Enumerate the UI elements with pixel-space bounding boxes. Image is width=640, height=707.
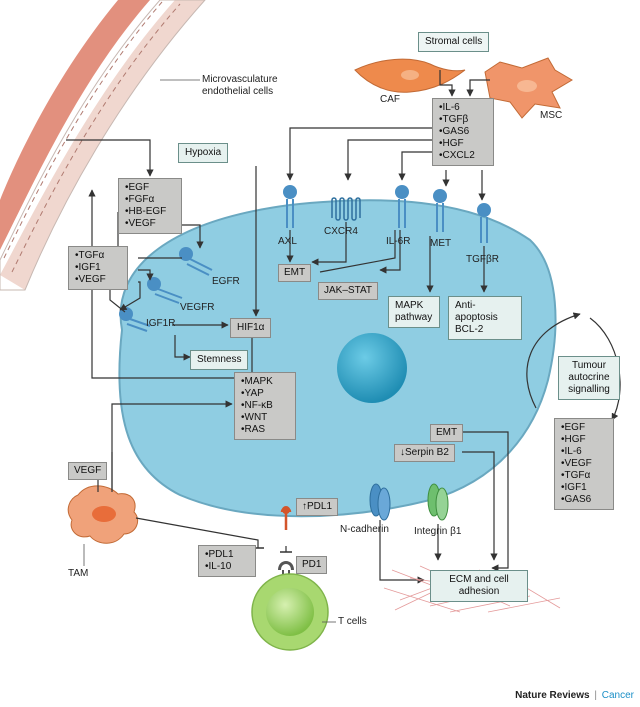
stromal-factor: HGF: [439, 138, 487, 150]
credit-journal: Nature Reviews: [515, 690, 590, 701]
igf1r-label: IGF1R: [146, 318, 176, 329]
autocrine-factor: HGF: [561, 434, 607, 446]
stromal-factor-list: IL-6 TGFβ GAS6 HGF CXCL2: [432, 98, 494, 166]
left-factor: IGF1: [75, 262, 121, 274]
intracellular-factor: MAPK: [241, 376, 289, 388]
cxcr4-label: CXCR4: [324, 226, 358, 237]
tam-label: TAM: [68, 568, 89, 579]
tgfbr-label: TGFβR: [466, 254, 499, 265]
n-cadherin: [369, 483, 391, 521]
pd1-receptor: [278, 561, 294, 570]
vegfr-label: VEGFR: [180, 302, 215, 313]
emt-top-box: EMT: [278, 264, 312, 282]
autocrine-factor: VEGF: [561, 458, 607, 470]
intracellular-factor: RAS: [241, 424, 289, 436]
stromal-factor: IL-6: [439, 102, 487, 114]
serpin-box: ↓Serpin B2: [394, 444, 455, 462]
msc-label: MSC: [540, 110, 563, 121]
autocrine-factor: TGFα: [561, 470, 607, 482]
credit-separator: |: [594, 690, 597, 701]
anti-apoptosis-box: Anti-apoptosis BCL-2: [448, 296, 522, 340]
pd1-box: PD1: [296, 556, 328, 574]
endothelial-factor: FGFα: [125, 194, 175, 206]
endothelial-factor-list: EGF FGFα HB-EGF VEGF: [118, 178, 182, 234]
autocrine-factor: GAS6: [561, 494, 607, 506]
credit-line: Nature Reviews | Cancer: [515, 690, 634, 701]
endothelial-factor: HB-EGF: [125, 206, 175, 218]
axl-label: AXL: [278, 236, 297, 247]
emt-right-box: EMT: [430, 424, 464, 442]
tgfbr-receptor: [477, 203, 491, 243]
autocrine-factor-list: EGF HGF IL-6 VEGF TGFα IGF1 GAS6: [554, 418, 614, 510]
nucleus: [337, 333, 407, 403]
stromal-factor: CXCL2: [439, 150, 487, 162]
jak-stat-box: JAK–STAT: [318, 282, 378, 300]
cxcr4-receptor: [331, 197, 361, 221]
tam-nucleus: [92, 506, 116, 522]
left-factor: TGFα: [75, 250, 121, 262]
tumour-signalling-box: Tumour autocrine signalling: [558, 356, 620, 400]
tam-factor-list: PDL1 IL-10: [198, 545, 256, 577]
met-receptor: [433, 189, 447, 232]
caf-label: CAF: [380, 94, 400, 105]
axl-receptor: [283, 185, 297, 228]
hypoxia-label: Hypoxia: [178, 143, 229, 163]
microvasculature-label: Microvasculature endothelial cells: [202, 74, 278, 97]
met-label: MET: [430, 238, 452, 249]
autocrine-factor: IL-6: [561, 446, 607, 458]
intracellular-factor: NF-κB: [241, 400, 289, 412]
endothelial-factor: VEGF: [125, 218, 175, 230]
blood-vessel: [0, 0, 206, 291]
mapk-pathway-box: MAPK pathway: [388, 296, 440, 328]
intracellular-list: MAPK YAP NF-κB WNT RAS: [234, 372, 296, 440]
il6r-receptor: [395, 185, 409, 228]
egfr-label: EGFR: [212, 276, 240, 287]
left-factor: VEGF: [75, 274, 121, 286]
stromal-factor: GAS6: [439, 126, 487, 138]
ecm-box: ECM and cell adhesion: [430, 570, 528, 602]
intracellular-factor: WNT: [241, 412, 289, 424]
tam-factor: PDL1: [205, 549, 249, 561]
msc-nucleus: [517, 80, 537, 92]
t-cells-label: T cells: [338, 616, 367, 627]
hif1a-box: HIF1α: [230, 318, 272, 338]
credit-section: Cancer: [601, 690, 634, 701]
integrin-beta1: [427, 483, 449, 521]
intracellular-factor: YAP: [241, 388, 289, 400]
pdl1-up-box: ↑PDL1: [296, 498, 339, 516]
autocrine-factor: IGF1: [561, 482, 607, 494]
endothelial-factor: EGF: [125, 182, 175, 194]
caf-nucleus: [401, 70, 419, 80]
left-factor-list: TGFα IGF1 VEGF: [68, 246, 128, 290]
vegf-tam-box: VEGF: [68, 462, 108, 480]
il6r-label: IL-6R: [386, 236, 411, 247]
egfr-receptor: [179, 247, 213, 276]
n-cadherin-label: N-cadherin: [340, 524, 389, 535]
integrin-label: Integrin β1: [414, 526, 462, 537]
tam-factor: IL-10: [205, 561, 249, 573]
stromal-cells-label: Stromal cells: [418, 32, 490, 52]
stemness-box: Stemness: [190, 350, 249, 370]
autocrine-factor: EGF: [561, 422, 607, 434]
t-cell-nucleus: [266, 588, 314, 636]
stromal-factor: TGFβ: [439, 114, 487, 126]
